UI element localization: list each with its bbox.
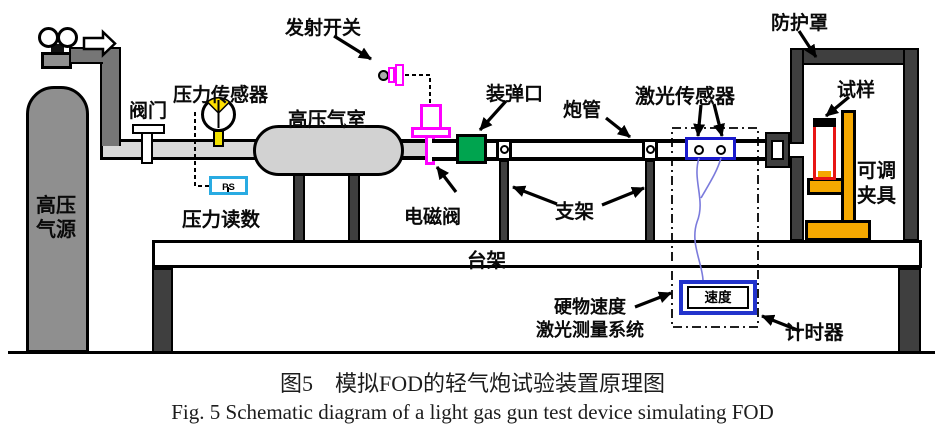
sensor-wire-right bbox=[700, 157, 722, 199]
label-chamber: 高压气室 bbox=[288, 109, 367, 131]
loading-port-block bbox=[456, 134, 487, 164]
ground-line bbox=[8, 351, 935, 354]
chamber-leg-right bbox=[348, 174, 360, 242]
velocity-readout-text: 速度 bbox=[704, 290, 732, 305]
label-laser-sensor: 激光传感器 bbox=[635, 86, 735, 108]
arrow-barrel bbox=[605, 116, 631, 139]
label-barrel: 炮管 bbox=[563, 100, 602, 121]
shield-wall-left-lower bbox=[790, 156, 804, 241]
arrow-solenoid bbox=[435, 166, 458, 193]
valve-stem bbox=[141, 131, 153, 164]
figure-caption-en: Fig. 5 Schematic diagram of a light gas … bbox=[171, 400, 774, 424]
fixture-post bbox=[841, 110, 856, 223]
label-bench: 台架 bbox=[467, 250, 507, 272]
arrow-bracket-left bbox=[512, 185, 558, 206]
cylinder-cap bbox=[41, 52, 72, 69]
label-fixture: 可调 夹具 bbox=[857, 160, 897, 207]
arrow-laser-left bbox=[693, 104, 706, 137]
muzzle-bore bbox=[771, 140, 784, 160]
fire-switch-bar-small bbox=[388, 67, 395, 83]
chamber-leg-left bbox=[293, 174, 305, 242]
bench-leg-left bbox=[152, 268, 173, 353]
support-bar-left bbox=[499, 160, 509, 242]
elbow-pipe-vertical bbox=[100, 47, 121, 146]
label-bracket: 支架 bbox=[555, 201, 595, 223]
laser-sensor-port-left bbox=[694, 145, 704, 155]
label-shield: 防护罩 bbox=[771, 13, 829, 34]
support-bolt-right bbox=[646, 145, 655, 154]
regulator-gauge-right bbox=[57, 27, 78, 48]
valve-handle bbox=[132, 124, 165, 134]
fixture-shelf bbox=[807, 178, 844, 195]
solenoid-coil-box bbox=[420, 104, 442, 130]
label-pressure-reading: 压力读数 bbox=[182, 209, 261, 231]
label-timer: 计时器 bbox=[785, 322, 844, 344]
specimen-top-cap bbox=[813, 118, 836, 127]
specimen-holder-tip bbox=[818, 171, 831, 177]
elbow-pipe-horizontal bbox=[69, 47, 103, 64]
label-fire-switch: 发射开关 bbox=[285, 18, 362, 39]
label-valve: 阀门 bbox=[129, 101, 168, 122]
figure-caption-zh: 图5 模拟FOD的轻气炮试验装置原理图 bbox=[279, 371, 665, 396]
fire-switch-bar-large bbox=[395, 64, 404, 86]
arrow-bracket-right bbox=[601, 186, 645, 207]
velocity-display-inner: 速度 bbox=[687, 286, 749, 309]
gauge-stem bbox=[213, 130, 224, 147]
shield-wall-left-upper bbox=[790, 48, 804, 144]
pressure-chamber bbox=[253, 125, 404, 176]
pressure-readout-tick bbox=[227, 187, 229, 192]
label-specimen: 试样 bbox=[837, 80, 876, 101]
label-pressure-sensor: 压力传感器 bbox=[173, 85, 269, 106]
switch-solenoid-link bbox=[405, 74, 431, 103]
fixture-base bbox=[805, 220, 871, 241]
bench-top-plate bbox=[152, 240, 922, 268]
laser-sensor-port-right bbox=[716, 145, 726, 155]
support-bolt-left bbox=[500, 145, 509, 154]
shield-wall-top bbox=[790, 48, 919, 65]
support-bar-right bbox=[645, 160, 655, 242]
label-gas-source: 高压 气源 bbox=[36, 195, 76, 241]
label-measurement-system: 硬物速度 激光测量系统 bbox=[536, 297, 644, 340]
shield-wall-right bbox=[903, 48, 919, 241]
bench-leg-right bbox=[898, 268, 921, 353]
label-solenoid: 电磁阀 bbox=[404, 207, 462, 228]
laser-sensor-box bbox=[685, 137, 736, 160]
label-loading-port: 装弹口 bbox=[486, 84, 544, 105]
gas-cylinder-body bbox=[26, 86, 89, 353]
regulator-gauge-left bbox=[38, 27, 59, 48]
pressure-readout-box: PS bbox=[209, 176, 248, 195]
